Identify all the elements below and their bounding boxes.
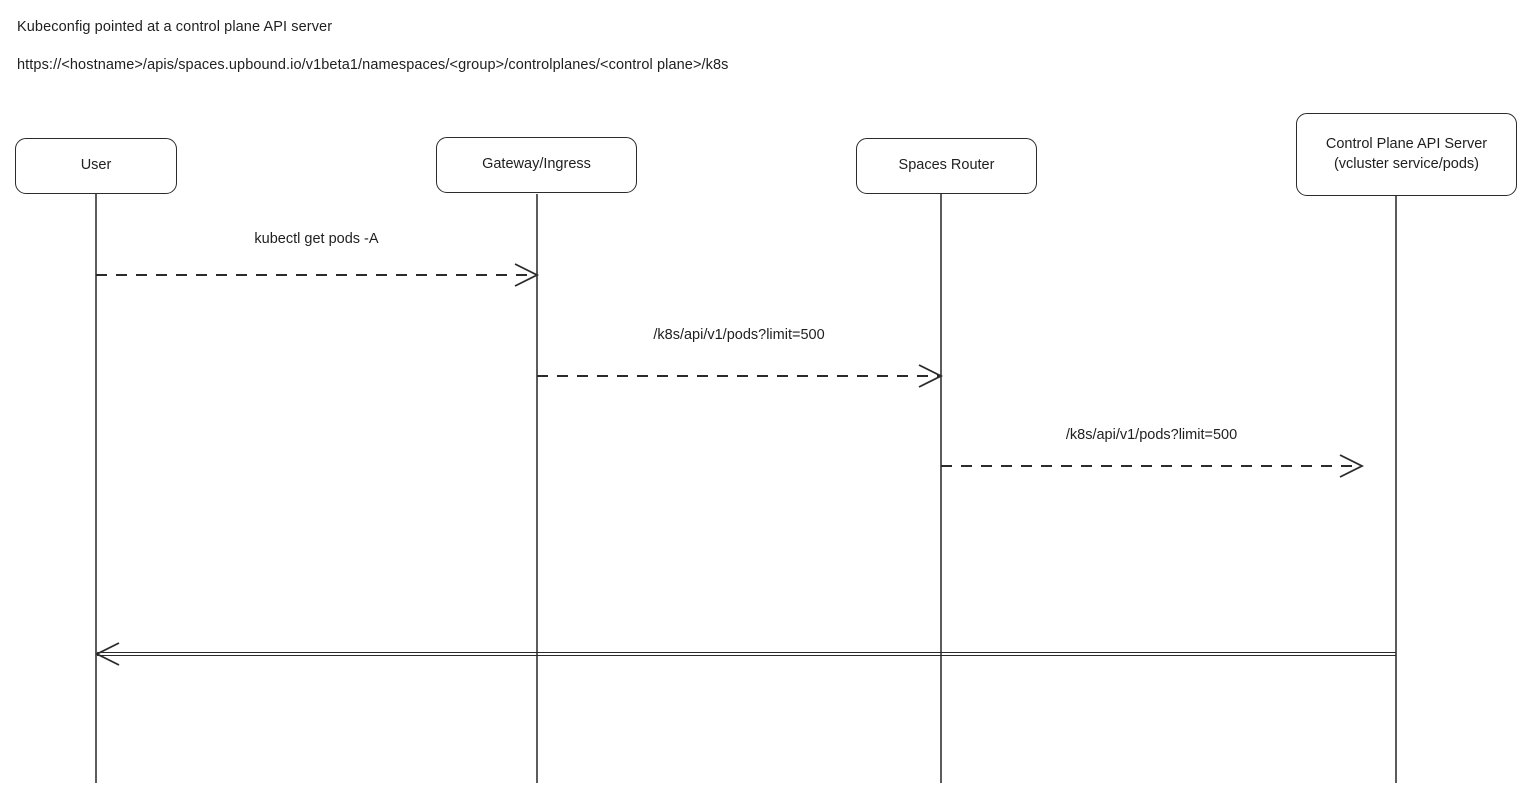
message-label-m2: /k8s/api/v1/pods?limit=500 — [653, 327, 825, 343]
participant-gateway[interactable]: Gateway/Ingress — [436, 137, 637, 193]
message-m3[interactable] — [941, 454, 1365, 478]
lifelines-group — [95, 194, 1397, 783]
arrowhead-icon — [94, 642, 120, 666]
diagram-subtitle-url: https://<hostname>/apis/spaces.upbound.i… — [17, 57, 729, 73]
participant-label-apiserver: Control Plane API Server (vcluster servi… — [1325, 135, 1488, 172]
message-m4[interactable] — [94, 642, 1396, 666]
arrowhead-icon — [918, 364, 944, 388]
arrowhead-icon — [514, 263, 540, 287]
message-m2[interactable] — [537, 364, 944, 388]
message-m1[interactable] — [96, 263, 540, 287]
participant-apiserver[interactable]: Control Plane API Server (vcluster servi… — [1296, 113, 1517, 196]
participant-label-router: Spaces Router — [898, 157, 995, 174]
participant-label-gateway: Gateway/Ingress — [482, 156, 591, 173]
message-label-m1: kubectl get pods -A — [254, 231, 379, 247]
diagram-title: Kubeconfig pointed at a control plane AP… — [17, 19, 333, 35]
messages-group — [94, 263, 1396, 666]
message-label-m3: /k8s/api/v1/pods?limit=500 — [1065, 427, 1238, 443]
arrowhead-icon — [1339, 454, 1365, 478]
participant-label-user: User — [80, 157, 112, 174]
participant-user[interactable]: User — [15, 138, 177, 194]
participant-router[interactable]: Spaces Router — [856, 138, 1037, 194]
